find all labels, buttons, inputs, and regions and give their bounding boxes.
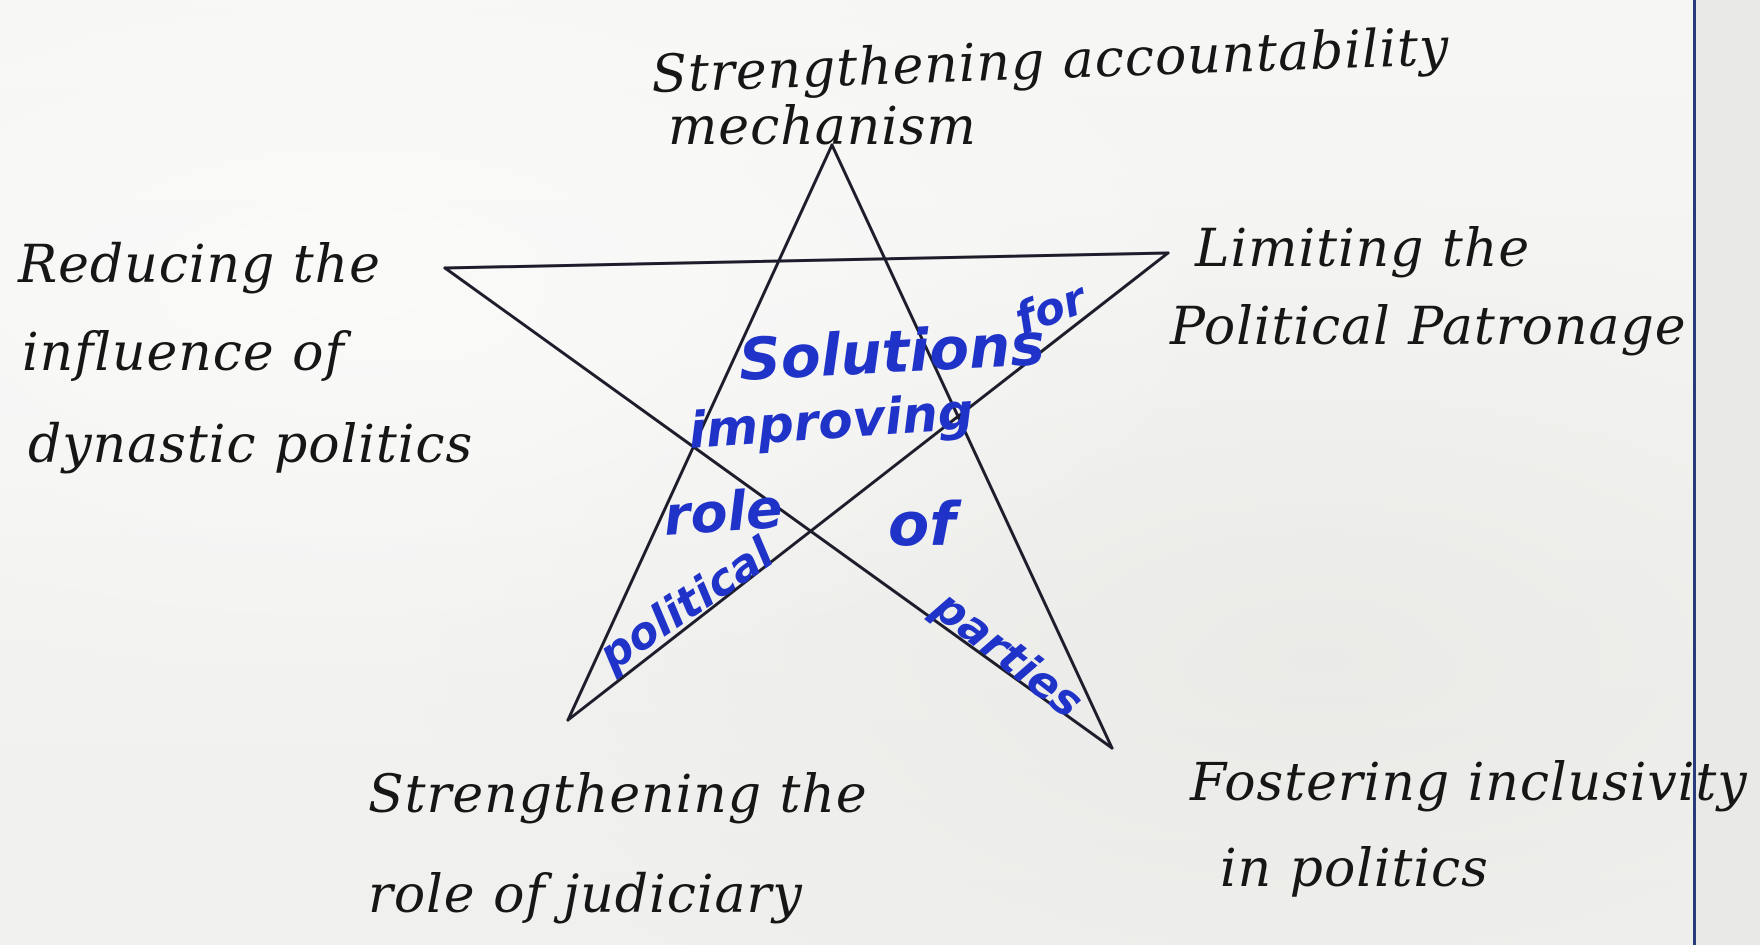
label-upper-right-line-1: Limiting the bbox=[1194, 219, 1530, 279]
center-word-political: political bbox=[589, 527, 784, 682]
label-top-line-1: Strengthening accountability bbox=[650, 17, 1450, 105]
label-upper-left-line-2: influence of bbox=[22, 323, 351, 383]
label-lower-left: Strengthening the role of judiciary bbox=[368, 765, 868, 925]
page-margin bbox=[1696, 0, 1760, 945]
center-word-solutions: Solutions bbox=[737, 310, 1046, 394]
label-top-line-2: mechanism bbox=[668, 97, 977, 157]
center-word-of: of bbox=[888, 490, 962, 560]
label-lower-right-line-1: Fostering inclusivity bbox=[1189, 753, 1748, 813]
star-edge-top-to-lower-right bbox=[830, 143, 1114, 750]
label-upper-left-line-3: dynastic politics bbox=[28, 415, 473, 475]
center-title: Solutions for improving role of politica… bbox=[589, 272, 1095, 728]
label-lower-right: Fostering inclusivity in politics bbox=[1189, 753, 1748, 899]
label-lower-left-line-2: role of judiciary bbox=[368, 865, 803, 925]
label-upper-left: Reducing the influence of dynastic polit… bbox=[17, 235, 473, 475]
label-upper-left-line-1: Reducing the bbox=[17, 235, 381, 295]
star-edge-lower-left-to-top bbox=[566, 143, 834, 722]
star-edge-lower-right-to-upper-left bbox=[443, 266, 1114, 750]
label-top: Strengthening accountability mechanism bbox=[650, 17, 1450, 157]
star-edge-upper-right-to-lower-left bbox=[566, 251, 1170, 722]
star-outline bbox=[443, 143, 1170, 750]
star-edge-upper-left-to-upper-right bbox=[443, 251, 1170, 270]
margin-rule bbox=[1693, 0, 1696, 945]
center-word-for: for bbox=[1008, 272, 1094, 345]
label-lower-left-line-1: Strengthening the bbox=[368, 765, 868, 825]
label-upper-right-line-2: Political Patronage bbox=[1169, 297, 1687, 357]
label-upper-right: Limiting the Political Patronage bbox=[1169, 219, 1687, 357]
label-lower-right-line-2: in politics bbox=[1220, 839, 1489, 899]
center-word-improving: improving bbox=[687, 382, 976, 460]
center-word-role: role bbox=[662, 477, 785, 548]
